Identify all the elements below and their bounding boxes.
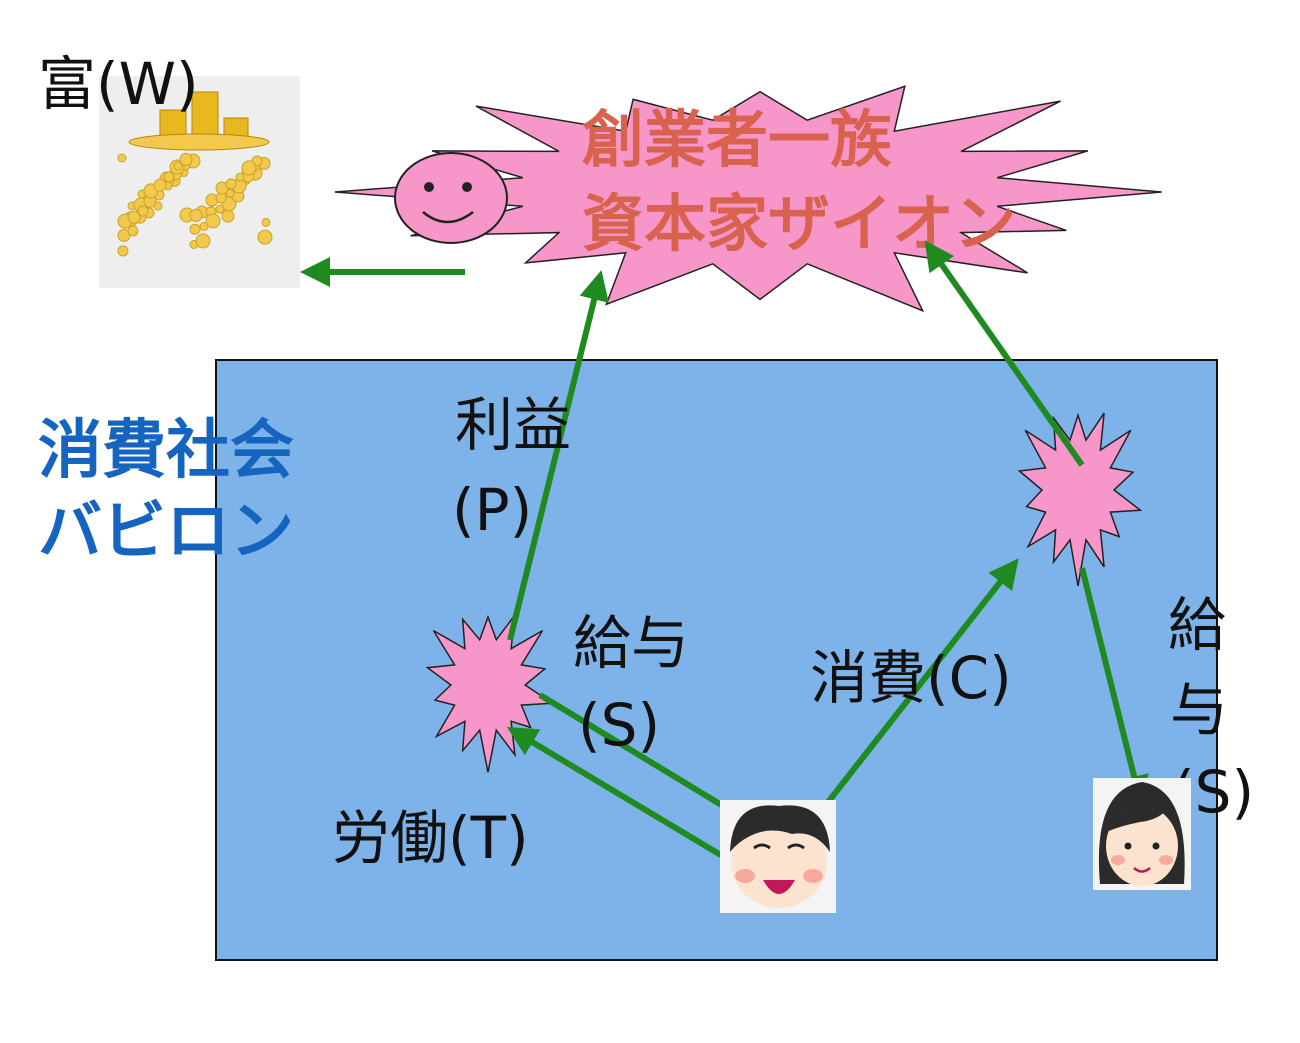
- coin: [241, 160, 257, 176]
- worker-man-icon: [720, 800, 836, 913]
- coin: [189, 223, 201, 235]
- coin: [153, 178, 167, 192]
- profit-arrow: [507, 270, 609, 641]
- society-label-line2: バビロン: [38, 495, 294, 569]
- wealth-label: 富(W): [38, 50, 199, 118]
- coin: [261, 217, 271, 227]
- labor-label: 労働(T): [332, 804, 529, 872]
- capitalist-starburst: [334, 85, 1162, 313]
- woman-icon: [1093, 778, 1191, 890]
- society-label-line1: 消費社会: [38, 414, 294, 488]
- coin: [137, 205, 149, 217]
- coin: [117, 245, 129, 257]
- salary-starburst-left: [425, 612, 555, 773]
- coin: [189, 208, 203, 222]
- coin: [235, 172, 245, 182]
- coin: [117, 153, 127, 163]
- capitalist-label-line2: 資本家ザイオン: [582, 187, 1016, 260]
- salary-right-label-line1: 給: [1168, 591, 1226, 659]
- coin: [127, 210, 141, 224]
- salary-right-arrow: [1079, 567, 1149, 806]
- coin: [163, 171, 175, 183]
- capitalist-label-line1: 創業者一族: [582, 103, 892, 176]
- coin: [257, 229, 273, 245]
- capital-return-arrow: [924, 240, 1085, 467]
- salary-starburst-right: [1017, 412, 1143, 587]
- coin: [205, 213, 221, 229]
- coin: [173, 161, 183, 171]
- coin: [225, 178, 237, 190]
- gold-coins-icon: [99, 76, 300, 288]
- profit-label-line2: (P): [452, 476, 532, 544]
- coin: [221, 209, 235, 223]
- salary-left-label-line1: 給与: [573, 609, 689, 677]
- coin: [195, 233, 211, 249]
- coin: [179, 152, 193, 166]
- coin: [127, 225, 139, 237]
- salary-right-label-line2: 与: [1170, 676, 1228, 744]
- consumption-label: 消費(C): [810, 644, 1012, 712]
- salary-left-label-line2: (S): [578, 691, 660, 759]
- consumption-arrow: [797, 558, 1019, 840]
- smiley-face-icon: [394, 152, 508, 244]
- profit-label-line1: 利益: [455, 391, 571, 459]
